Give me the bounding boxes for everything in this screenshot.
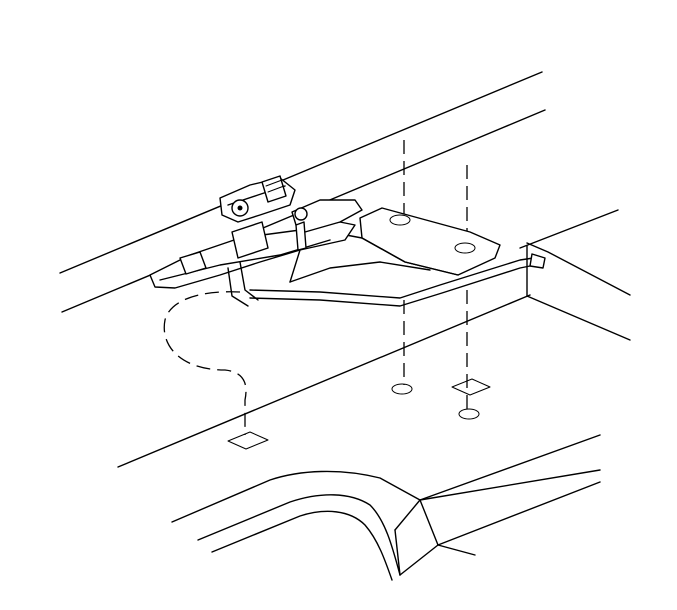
wheel-well bbox=[171, 434, 601, 581]
latch-mechanism bbox=[149, 175, 363, 307]
release-cable bbox=[163, 253, 546, 435]
floor-panel bbox=[59, 71, 631, 468]
alignment-lines bbox=[403, 140, 468, 410]
bolt-holes bbox=[227, 378, 491, 450]
